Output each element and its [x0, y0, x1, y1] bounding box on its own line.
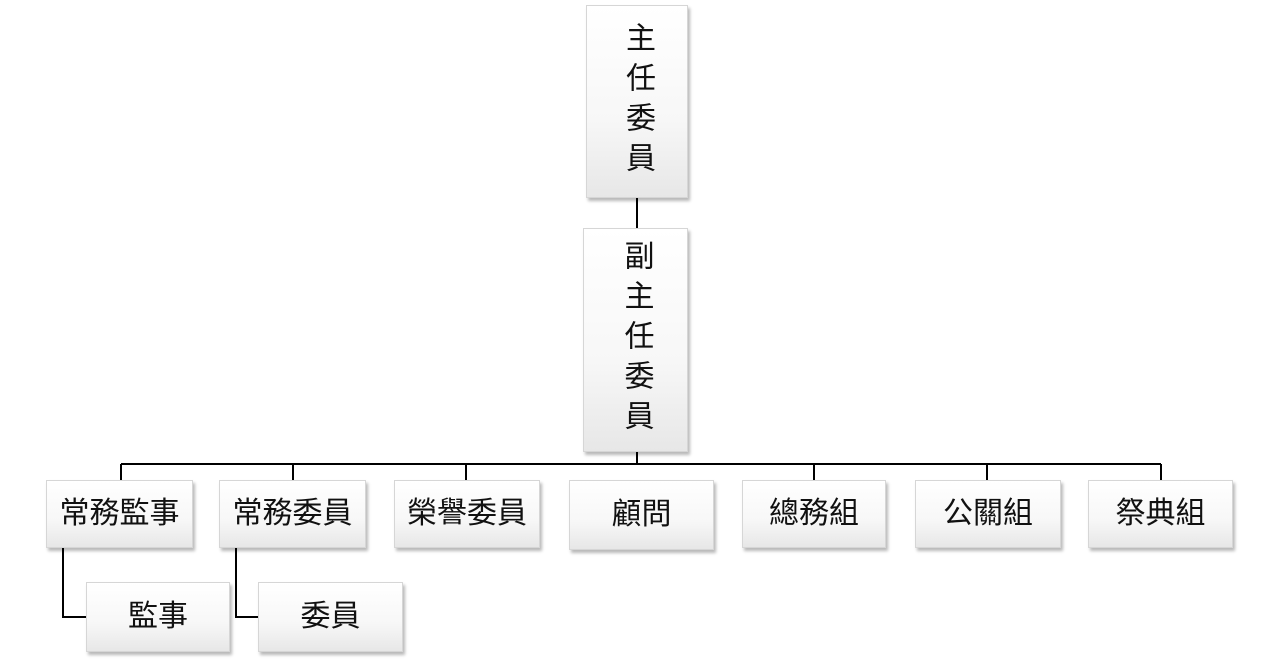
department-box-standing-supervisor: 常務監事 — [46, 480, 193, 548]
department-label: 顧問 — [611, 497, 672, 532]
department-label: 總務組 — [769, 496, 859, 531]
sub-unit-label: 監事 — [128, 599, 188, 634]
department-box-public-relations: 公關組 — [915, 480, 1061, 548]
department-label: 榮譽委員 — [407, 496, 527, 531]
department-label: 公關組 — [943, 496, 1033, 531]
vice-chairman-label: 副主任委員 — [618, 240, 654, 440]
chairman-label: 主任委員 — [620, 21, 655, 182]
connector-committee-sub — [235, 548, 258, 618]
department-box-standing-committee: 常務委員 — [219, 480, 366, 548]
department-box-honorary-committee: 榮譽委員 — [394, 480, 540, 548]
department-box-ceremony: 祭典組 — [1088, 480, 1233, 548]
chairman-box: 主任委員 — [586, 5, 688, 198]
department-box-general-affairs: 總務組 — [742, 480, 886, 548]
connector-supervisor-sub — [62, 548, 86, 618]
department-label: 常務監事 — [59, 496, 180, 531]
department-label: 常務委員 — [232, 496, 353, 531]
sub-unit-box-committee-member: 委員 — [258, 582, 403, 652]
department-box-advisor: 顧問 — [569, 480, 714, 550]
department-label: 祭典組 — [1115, 496, 1206, 531]
sub-unit-box-supervisor: 監事 — [86, 582, 230, 652]
vice-chairman-box: 副主任委員 — [583, 228, 688, 452]
sub-unit-label: 委員 — [300, 599, 361, 634]
